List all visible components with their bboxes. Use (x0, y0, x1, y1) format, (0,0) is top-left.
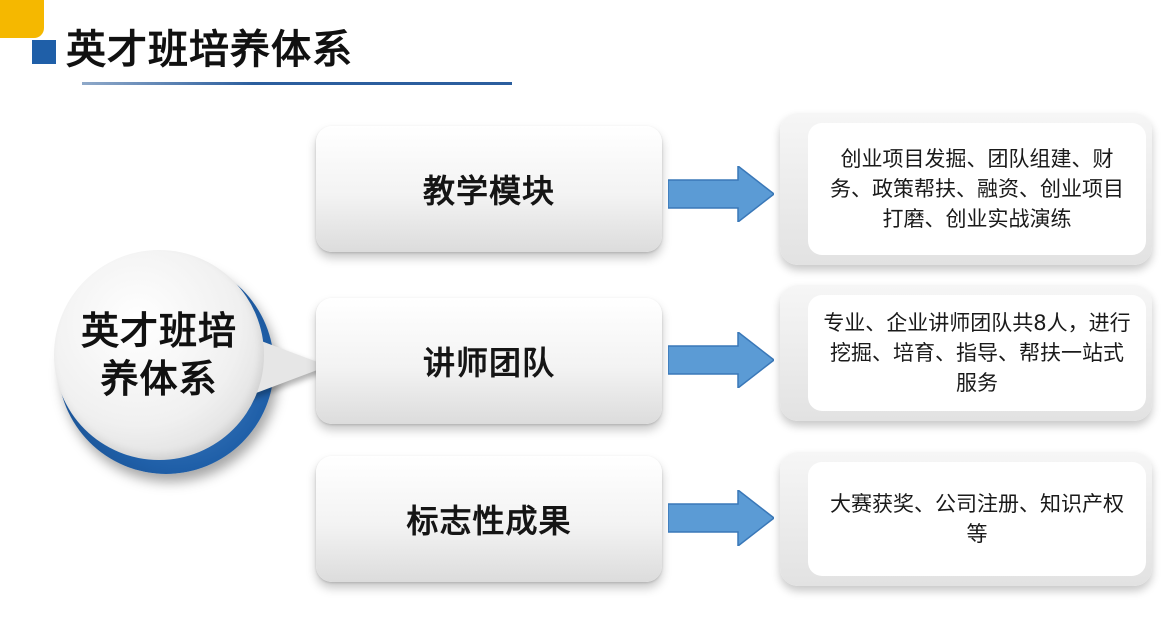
detail-box-instructors: 专业、企业讲师团队共8人，进行挖掘、培育、指导、帮扶一站式服务 (780, 285, 1152, 421)
module-label: 标志性成果 (406, 502, 572, 540)
detail-text: 专业、企业讲师团队共8人，进行挖掘、培育、指导、帮扶一站式服务 (823, 311, 1131, 395)
hub-circle: 英才班培养体系 (54, 250, 264, 460)
module-instructors: 讲师团队 (316, 298, 662, 424)
detail-text: 大赛获奖、公司注册、知识产权等 (830, 492, 1124, 546)
detail-box-achievements: 大赛获奖、公司注册、知识产权等 (780, 452, 1152, 586)
module-achievements: 标志性成果 (316, 456, 662, 582)
accent-square-yellow (0, 0, 44, 38)
detail-panel: 创业项目发掘、团队组建、财务、政策帮扶、融资、创业项目打磨、创业实战演练 (808, 123, 1146, 255)
detail-panel: 大赛获奖、公司注册、知识产权等 (808, 462, 1146, 576)
module-label: 讲师团队 (422, 344, 555, 382)
detail-panel: 专业、企业讲师团队共8人，进行挖掘、培育、指导、帮扶一站式服务 (808, 295, 1146, 411)
module-label: 教学模块 (422, 172, 555, 210)
arrow-right-icon (668, 332, 774, 388)
detail-text: 创业项目发掘、团队组建、财务、政策帮扶、融资、创业项目打磨、创业实战演练 (830, 147, 1124, 231)
title-underline (82, 82, 512, 85)
hub-label: 英才班培养体系 (80, 309, 237, 401)
arrow-right-icon (668, 490, 774, 546)
page-title: 英才班培养体系 (66, 27, 353, 73)
module-teaching: 教学模块 (316, 126, 662, 252)
accent-square-blue (32, 40, 56, 64)
detail-box-teaching: 创业项目发掘、团队组建、财务、政策帮扶、融资、创业项目打磨、创业实战演练 (780, 113, 1152, 265)
arrow-right-icon (668, 166, 774, 222)
